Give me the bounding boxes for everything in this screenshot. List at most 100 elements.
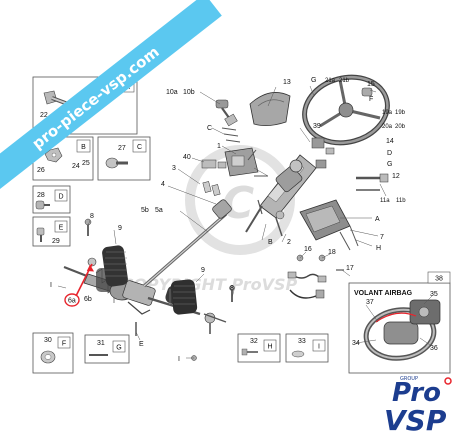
banner-ribbon xyxy=(0,0,222,201)
ref-box-i-id: I xyxy=(318,344,320,351)
part-label-8-left: 8 xyxy=(90,213,94,220)
part-label-14: 14 xyxy=(386,138,394,145)
small-bolt-icon xyxy=(241,348,258,356)
airbag-module xyxy=(409,299,441,325)
part-label-7: 7 xyxy=(380,234,384,241)
ref-box-i-part-1: 33 xyxy=(298,338,306,345)
ref-box-b-id: B xyxy=(81,144,86,151)
part-label-35: 35 xyxy=(430,291,438,298)
tie-rod-end-left xyxy=(87,257,97,267)
ref-box-f: F 30 xyxy=(32,332,74,374)
flat-washer-icon xyxy=(291,350,305,358)
part-label-f: F xyxy=(369,96,373,103)
part-label-e: E xyxy=(139,341,144,348)
part-label-4: 4 xyxy=(161,181,165,188)
part-label-21a: 21a xyxy=(325,78,336,84)
steering-column xyxy=(245,154,317,237)
part-label-i-left: I xyxy=(50,282,52,289)
steering-control-unit-7 xyxy=(299,199,359,251)
part-label-36: 36 xyxy=(430,345,438,352)
part-label-19b: 19b xyxy=(395,110,406,116)
ref-box-c-part-1: 26 xyxy=(37,167,45,174)
part-label-6a: 6a xyxy=(68,298,76,305)
ref-box-f-id: F xyxy=(62,341,66,348)
bushing-icon xyxy=(40,350,56,364)
highlight-arrowhead xyxy=(86,264,94,272)
intermediate-shaft xyxy=(142,199,232,288)
part-label-34: 34 xyxy=(352,340,360,347)
part-label-19a: 19a xyxy=(382,110,393,116)
fasteners-16-17 xyxy=(296,254,344,271)
part-label-d-right: D xyxy=(387,150,392,157)
part-label-9-left: 9 xyxy=(118,225,122,232)
boot-9-left xyxy=(102,245,128,287)
provsp-logo: Pro VSP GROUP xyxy=(384,376,452,437)
horn-pad-part-15 xyxy=(361,87,373,97)
part-label-20b: 20b xyxy=(395,124,406,130)
wiring-harness-18 xyxy=(287,271,327,299)
part-label-11a: 11a xyxy=(380,198,390,204)
part-label-12: 12 xyxy=(392,173,400,180)
column-connectors xyxy=(311,137,389,191)
part-label-i-bottom: I xyxy=(178,356,180,363)
flange-bolt-icon xyxy=(105,157,128,169)
detail-box-number: 38 xyxy=(435,276,443,283)
column-shroud-part-13 xyxy=(249,92,291,126)
part-label-b: B xyxy=(268,239,273,246)
airbag-wheel xyxy=(363,307,437,361)
ref-box-d-part-1: 28 xyxy=(37,192,45,199)
universal-joint xyxy=(212,199,232,219)
ref-box-g-part-1: 31 xyxy=(97,340,105,347)
part-label-1: 1 xyxy=(217,143,221,150)
screw-icon xyxy=(35,200,50,210)
ref-box-g-id: G xyxy=(116,345,121,352)
part-label-h: H xyxy=(376,245,381,252)
logo-vsp: VSP xyxy=(384,404,447,437)
ref-box-h-part-1: 32 xyxy=(250,338,258,345)
rack-bolts xyxy=(84,218,235,361)
part-label-15: 15 xyxy=(367,81,375,88)
part-label-6b: 6b xyxy=(84,296,92,303)
ref-box-i: I 33 xyxy=(285,333,329,363)
part-label-3: 3 xyxy=(172,165,176,172)
airbag-cable-highlight xyxy=(375,312,417,323)
steering-boots xyxy=(102,245,198,315)
airbag-detail-box: 38 VOLANT AIRBAG xyxy=(348,271,451,374)
ref-box-c-id: C xyxy=(137,144,142,151)
logo-pro: Pro xyxy=(392,378,441,408)
column-switch-assembly xyxy=(201,147,259,177)
ref-box-b-part-1: 24 xyxy=(72,163,80,170)
part-label-39: 39 xyxy=(313,123,321,130)
logo-accent-dot xyxy=(444,377,452,385)
part-label-37: 37 xyxy=(366,299,374,306)
tie-rod-end-right xyxy=(203,312,227,334)
ref-box-a-part-2: 22 xyxy=(40,112,48,119)
ref-box-e-part-1: 29 xyxy=(52,238,60,245)
ref-box-h-id: H xyxy=(267,344,272,351)
part-label-16: 16 xyxy=(304,246,312,253)
ref-box-d: D 28 xyxy=(32,185,71,214)
highlight-6a: 6a xyxy=(64,263,94,307)
ref-box-b-part-2: 25 xyxy=(82,160,90,167)
ref-box-b-c: B 24 25 26 C 27 xyxy=(32,136,151,181)
leader-lines xyxy=(57,85,433,359)
ref-box-d-id: D xyxy=(58,194,63,201)
part-label-g-top: G xyxy=(311,77,316,84)
part-label-a: A xyxy=(375,216,380,223)
part-label-11b: 11b xyxy=(396,198,406,204)
part-label-13: 13 xyxy=(283,79,291,86)
ref-box-f-part-1: 30 xyxy=(44,337,52,344)
clips-and-screws xyxy=(202,127,268,215)
part-label-21b: 21b xyxy=(339,78,350,84)
steering-wheel-part-14 xyxy=(302,74,390,146)
part-label-9-right: 9 xyxy=(201,267,205,274)
ref-box-e: E 29 xyxy=(32,216,71,247)
ref-box-c-part-2: 27 xyxy=(118,145,126,152)
part-label-5a: 5a xyxy=(155,207,163,214)
part-label-10a: 10a xyxy=(166,89,178,96)
part-label-20a: 20a xyxy=(382,124,393,130)
boot-9-right xyxy=(170,279,198,315)
logo-tag: GROUP xyxy=(400,376,418,382)
